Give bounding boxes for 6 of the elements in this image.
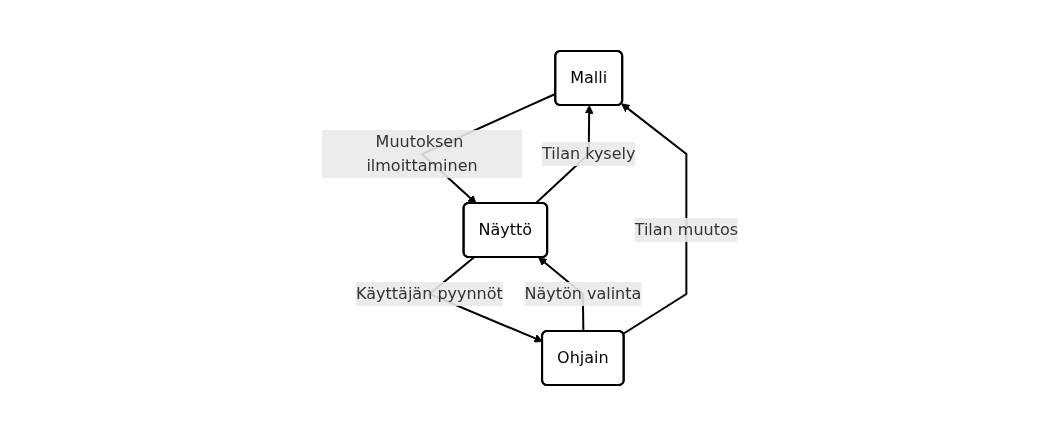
edge-label: Muutoksen ilmoittaminen [366, 131, 479, 175]
edge-label: Tilan muutos [635, 219, 739, 239]
edge-label: Tilan kysely [542, 143, 636, 163]
edge-label: Näytön valinta [524, 283, 642, 303]
edge-label: Käyttäjän pyynnöt [356, 283, 504, 303]
arrow [621, 102, 688, 335]
